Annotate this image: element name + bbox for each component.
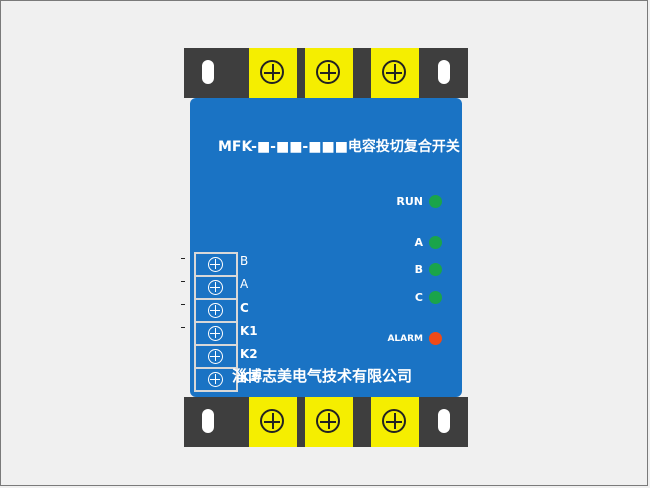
- top-power-terminal-2: [305, 48, 353, 98]
- front-panel: MFK-■-■■-■■■电容投切复合开关 B A C K1 K2 K3 RUN …: [190, 98, 462, 397]
- terminal-label-k2: K2: [240, 347, 258, 361]
- company-name: 淄博志美电气技术有限公司: [232, 367, 413, 385]
- bottom-power-terminal-1: [249, 397, 297, 447]
- screw-icon: [208, 257, 223, 272]
- terminal-label-b: B: [240, 254, 249, 268]
- terminal-label-k1: K1: [240, 324, 258, 338]
- wire-stub: [181, 281, 185, 282]
- indicator-label: RUN: [396, 195, 423, 208]
- indicator-b: B: [415, 263, 442, 276]
- terminal-label-k3: K3: [240, 370, 258, 384]
- mounting-slot-left: [202, 409, 214, 433]
- screw-icon: [382, 409, 406, 433]
- led-icon: [429, 291, 442, 304]
- indicator-a: A: [414, 236, 442, 249]
- indicator-label: ALARM: [387, 333, 423, 344]
- led-icon: [429, 195, 442, 208]
- mounting-slot-right: [438, 60, 450, 84]
- top-power-terminal-1: [249, 48, 297, 98]
- screw-icon: [260, 60, 284, 84]
- led-icon: [429, 236, 442, 249]
- mounting-slot-right: [438, 409, 450, 433]
- screw-icon: [382, 60, 406, 84]
- terminal-cell-a: [194, 275, 238, 300]
- control-terminal-block: [194, 252, 238, 392]
- screw-icon: [208, 326, 223, 341]
- indicator-run: RUN: [396, 195, 442, 208]
- indicator-alarm: ALARM: [387, 332, 442, 345]
- bottom-power-terminal-3: [371, 397, 419, 447]
- indicator-label: A: [414, 236, 423, 249]
- screw-icon: [208, 349, 223, 364]
- wire-stub: [181, 327, 185, 328]
- led-icon: [429, 263, 442, 276]
- terminal-label-c: C: [240, 301, 249, 315]
- wire-stub: [181, 258, 185, 259]
- led-icon: [429, 332, 442, 345]
- terminal-cell-b: [194, 252, 238, 277]
- terminal-label-a: A: [240, 277, 249, 291]
- mounting-slot-left: [202, 60, 214, 84]
- indicator-c: C: [415, 291, 442, 304]
- top-power-terminal-3: [371, 48, 419, 98]
- terminal-cell-c: [194, 298, 238, 323]
- indicator-label: C: [414, 291, 423, 304]
- screw-icon: [316, 409, 340, 433]
- bottom-power-terminal-2: [305, 397, 353, 447]
- wire-stub: [181, 304, 185, 305]
- screw-icon: [316, 60, 340, 84]
- screw-icon: [208, 303, 223, 318]
- indicator-label: B: [414, 263, 423, 276]
- screw-icon: [208, 280, 223, 295]
- switch-device: MFK-■-■■-■■■电容投切复合开关 B A C K1 K2 K3 RUN …: [184, 48, 468, 447]
- terminal-cell-k3: [194, 367, 238, 392]
- top-mounting-rail: [184, 48, 468, 98]
- screw-icon: [208, 372, 223, 387]
- bottom-mounting-rail: [184, 397, 468, 447]
- device-title: MFK-■-■■-■■■电容投切复合开关: [218, 139, 460, 155]
- terminal-cell-k1: [194, 321, 238, 346]
- screw-icon: [260, 409, 284, 433]
